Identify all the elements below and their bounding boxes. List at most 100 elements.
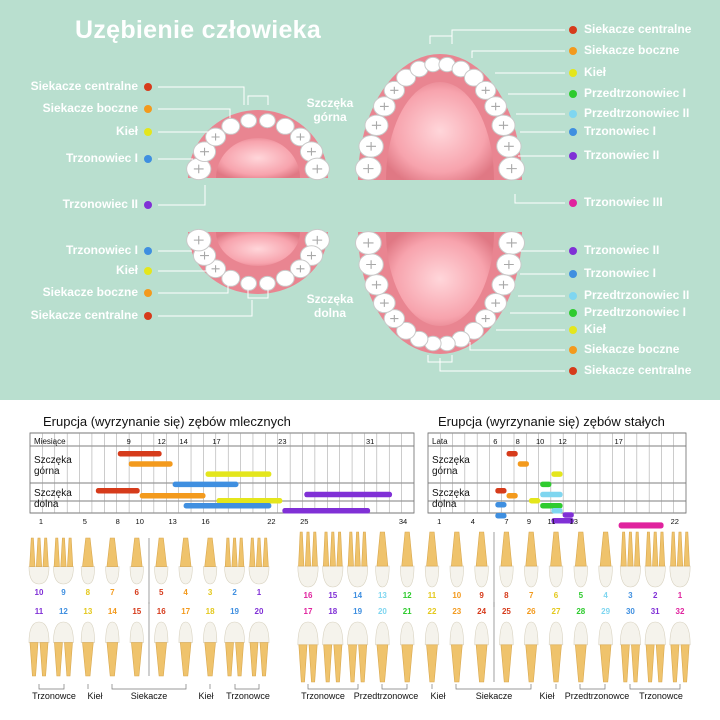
primary-top-tick-3: 17 xyxy=(212,437,221,446)
left-label-6: Kieł xyxy=(115,263,138,277)
permanent-leader-14 xyxy=(439,358,565,372)
permanent_teeth-tooth-7-root-0 xyxy=(525,531,537,567)
permanent-bottom-tick-5: 13 xyxy=(569,517,578,526)
permanent-upper-bar-canine xyxy=(551,471,563,477)
right-label-12: Kieł xyxy=(584,322,607,336)
permanent_teeth-tooth-25-crown xyxy=(499,621,514,646)
permanent_teeth-tooth-3-root-1 xyxy=(627,531,634,567)
left-label-8: Siekacze centralne xyxy=(30,308,138,322)
permanent_teeth-number-14: 14 xyxy=(353,591,363,600)
permanent_teeth-number-23: 23 xyxy=(452,607,462,616)
permanent_teeth-number-11: 11 xyxy=(427,591,437,600)
primary_teeth-tooth-13-crown xyxy=(80,621,95,643)
primary_teeth-tooth-8-crown xyxy=(80,566,95,585)
primary_teeth-tooth-12-root-0 xyxy=(54,642,63,677)
primary-lower-arch-palate xyxy=(216,232,300,266)
primary-bottom-tick-2: 8 xyxy=(115,517,120,526)
permanent_teeth-tooth-15-root-2 xyxy=(336,531,343,567)
permanent-lower-arch-tooth-groove-2 xyxy=(498,280,509,289)
permanent_teeth-tooth-14-root-2 xyxy=(361,531,368,567)
permanent_teeth-group-5: Przedtrzonowce xyxy=(564,691,630,701)
left-label-5: Trzonowiec I xyxy=(65,243,138,257)
permanent_teeth-tooth-4-crown xyxy=(598,565,613,588)
permanent-upper-bar-premolar_2 xyxy=(540,491,563,498)
primary-upper-arch-tooth-5 xyxy=(258,113,276,129)
primary_teeth-tooth-10-root-2 xyxy=(42,537,49,567)
left-label-dot-5 xyxy=(144,247,152,255)
primary_teeth-tooth-9-root-1 xyxy=(60,537,67,567)
primary_teeth-tooth-10-root-1 xyxy=(36,537,42,567)
permanent-row-upper-label: Szczęka górna xyxy=(432,455,470,477)
right-label-5: Trzonowiec I xyxy=(584,124,657,138)
right-label-8: Trzonowiec II xyxy=(584,243,660,257)
primary-upper-arch-tooth-3 xyxy=(221,117,241,135)
right-label-1: Siekacze boczne xyxy=(584,43,680,57)
right-label-10: Przedtrzonowiec II xyxy=(584,288,690,302)
primary_teeth-tooth-10-crown xyxy=(28,566,50,585)
permanent_teeth-number-30: 30 xyxy=(625,607,635,616)
jaw-lower-label: Szczęka dolna xyxy=(306,292,354,320)
permanent_teeth-tooth-11-root-0 xyxy=(426,531,438,567)
permanent_teeth-tooth-14-crown xyxy=(347,565,369,588)
permanent-lower-arch xyxy=(355,231,525,354)
permanent_teeth-number-10: 10 xyxy=(452,591,462,600)
right-label-2: Kieł xyxy=(584,65,607,79)
primary-bottom-tick-4: 13 xyxy=(168,517,177,526)
primary_teeth-tooth-12-crown xyxy=(53,621,74,643)
permanent_teeth-tooth-19-crown xyxy=(347,621,369,646)
primary_teeth-number-17: 17 xyxy=(181,607,191,616)
permanent_teeth-tooth-16-root-2 xyxy=(311,531,318,567)
permanent-upper-arch-tooth-groove-3 xyxy=(379,102,389,111)
primary_teeth-tooth-20-crown xyxy=(248,621,270,643)
permanent-upper-bar-incisor_lateral xyxy=(517,461,529,467)
jaw-upper-label: Szczęka górna xyxy=(306,96,354,124)
permanent_teeth-number-26: 26 xyxy=(526,607,536,616)
permanent_teeth-tooth-8-root-0 xyxy=(500,531,513,567)
permanent_teeth-tooth-17-crown xyxy=(297,621,319,646)
left-label-2: Kieł xyxy=(115,124,138,138)
right-label-dot-0 xyxy=(569,26,577,34)
permanent-top-tick-3: 12 xyxy=(558,437,567,446)
permanent_teeth-tooth-16-root-0 xyxy=(298,531,305,567)
primary-upper-arch-tooth-groove-1 xyxy=(200,147,210,156)
permanent_teeth-number-9: 9 xyxy=(479,591,484,600)
permanent-upper-arch-tooth-10 xyxy=(463,68,484,87)
permanent_teeth-tooth-32-root-1 xyxy=(680,644,690,683)
permanent_teeth-number-2: 2 xyxy=(652,591,658,600)
primary-bottom-tick-5: 16 xyxy=(201,517,210,526)
primary-row-lower-label: Szczęka dolna xyxy=(34,488,72,510)
permanent-upper-central-bracket xyxy=(429,35,453,44)
permanent_teeth-number-27: 27 xyxy=(551,607,561,616)
permanent_teeth-tooth-15-root-1 xyxy=(329,531,336,567)
left-label-dot-4 xyxy=(144,201,152,209)
permanent_teeth-tooth-6-crown xyxy=(548,565,564,588)
permanent_teeth-group-6: Trzonowce xyxy=(639,691,683,701)
primary-upper-bar-molar_1 xyxy=(172,481,239,488)
permanent_teeth-tooth-9-crown xyxy=(474,565,489,588)
permanent_teeth-tooth-12-root-0 xyxy=(401,531,413,567)
permanent_teeth-tooth-16-crown xyxy=(297,565,319,588)
primary_teeth-tooth-5-crown xyxy=(154,566,169,585)
permanent_teeth-number-20: 20 xyxy=(377,607,387,616)
primary_teeth-tooth-15-root-0 xyxy=(131,642,143,677)
permanent_teeth-tooth-29-crown xyxy=(598,621,613,646)
permanent-upper-arch-tooth-groove-11 xyxy=(481,86,490,94)
permanent_teeth-number-18: 18 xyxy=(328,607,338,616)
permanent_teeth-tooth-4-root-0 xyxy=(599,531,612,567)
permanent-top-tick-2: 10 xyxy=(536,437,545,446)
permanent_teeth-tooth-6-root-0 xyxy=(550,531,562,567)
permanent-upper-arch-tooth-5 xyxy=(396,68,417,87)
right-label-11: Przedtrzonowiec I xyxy=(584,305,687,319)
permanent-row-lower-label: Szczęka dolna xyxy=(432,488,470,510)
primary-top-tick-2: 14 xyxy=(179,437,188,446)
primary_teeth-number-14: 14 xyxy=(107,607,117,616)
permanent-chart xyxy=(427,432,687,529)
permanent-lower-bar-premolar_2 xyxy=(551,508,563,514)
permanent-lower-bar-premolar_1 xyxy=(540,503,563,509)
permanent_teeth-number-24: 24 xyxy=(477,607,487,616)
permanent-lower-arch-tooth-groove-3 xyxy=(491,299,501,307)
left-label-7: Siekacze boczne xyxy=(42,285,138,299)
primary-lower-arch-tooth-groove-2 xyxy=(296,265,305,273)
primary_teeth-tooth-1-root-0 xyxy=(249,537,256,567)
